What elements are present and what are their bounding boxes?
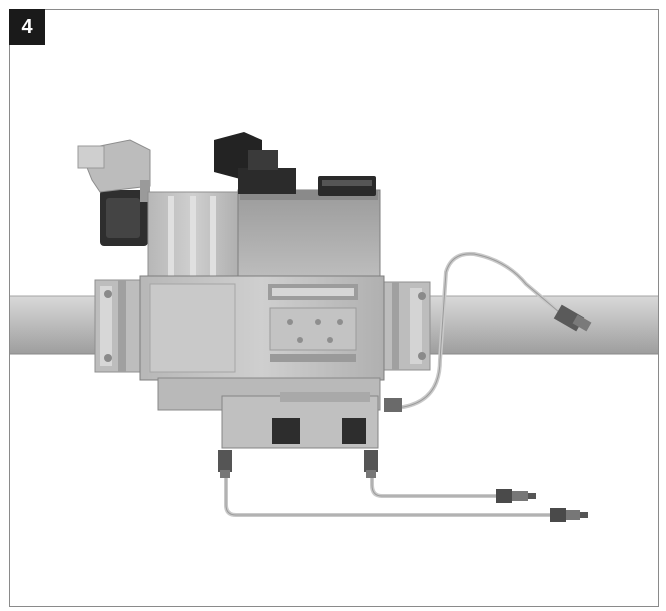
- tube-end-fittings: [496, 304, 592, 522]
- top-connectors: [214, 132, 376, 196]
- valve-photo: [10, 10, 658, 606]
- side-fitting: [384, 398, 402, 412]
- left-solenoid: [77, 139, 151, 246]
- lower-fittings: [218, 450, 378, 478]
- right-flange: [381, 281, 431, 371]
- figure-number-badge: 4: [9, 9, 45, 45]
- lower-block: [157, 377, 381, 449]
- central-block: [139, 275, 385, 381]
- impulse-tubes-outline: [225, 253, 567, 516]
- upper-body: [147, 189, 381, 279]
